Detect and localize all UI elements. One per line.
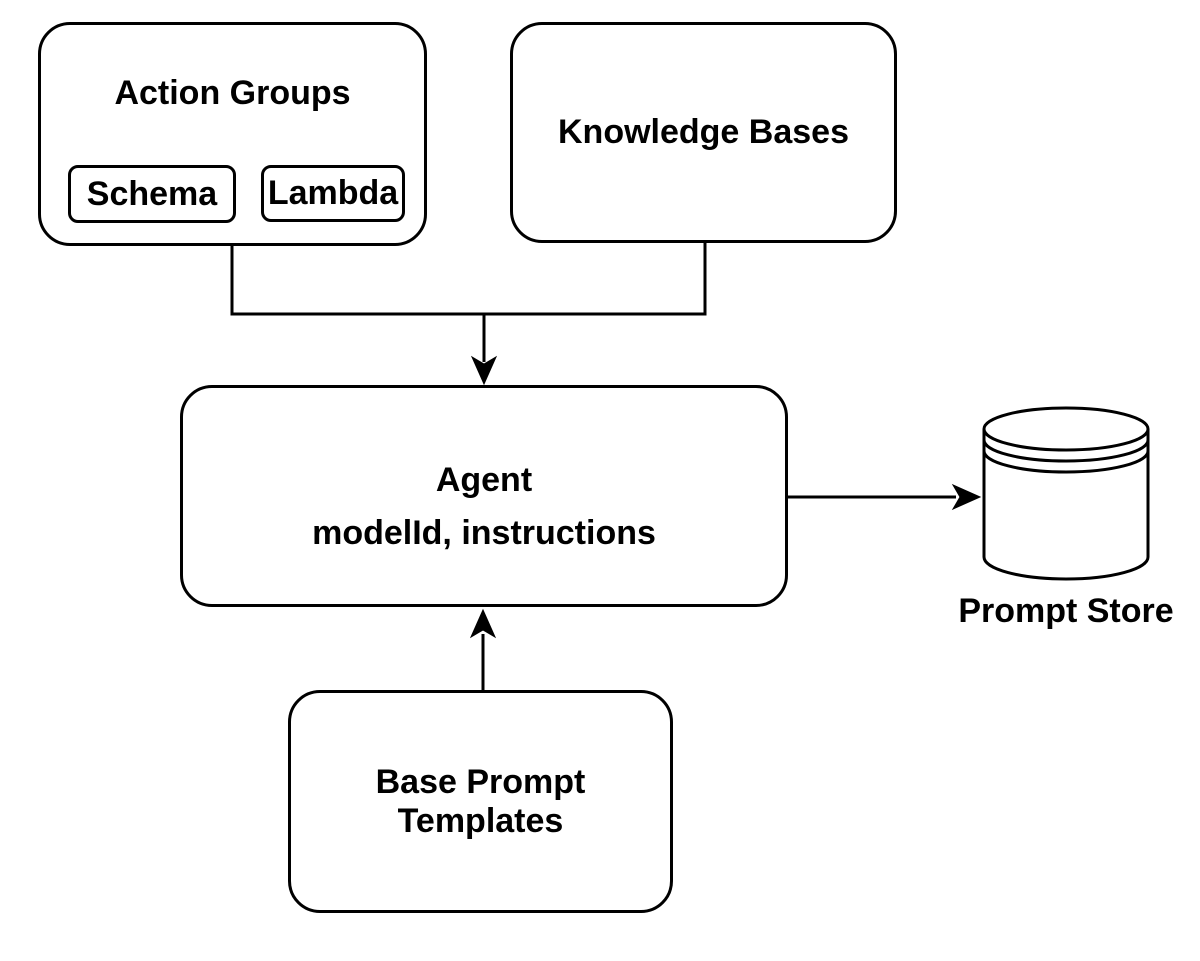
prompt-store-cylinder-icon (982, 406, 1150, 581)
node-schema: Schema (68, 165, 236, 223)
agent-subtitle: modelId, instructions (312, 514, 656, 552)
cylinder-ring-2 (982, 450, 1150, 474)
node-base-prompt-templates: Base Prompt Templates (288, 690, 673, 913)
cylinder-body (982, 429, 1150, 581)
base-prompt-templates-label: Base Prompt Templates (375, 762, 586, 840)
node-agent: Agent modelId, instructions (180, 385, 788, 607)
node-knowledge-bases: Knowledge Bases (510, 22, 897, 243)
prompt-store-label: Prompt Store (958, 592, 1174, 630)
arrowhead-down-icon (470, 355, 498, 386)
schema-label: Schema (86, 174, 218, 213)
knowledge-bases-label: Knowledge Bases (558, 113, 849, 151)
node-lambda: Lambda (261, 165, 405, 222)
edge-action-groups-knowledge-bases-junction (230, 243, 707, 316)
cylinder-top-ellipse (982, 406, 1150, 452)
agent-title: Agent (435, 461, 533, 499)
arrowhead-right-icon (951, 483, 982, 511)
arrowhead-up-icon (469, 608, 497, 639)
lambda-label: Lambda (267, 174, 399, 212)
node-action-groups: Action Groups Schema Lambda (38, 22, 427, 246)
action-groups-label: Action Groups (114, 74, 351, 112)
cylinder-ring-1 (982, 439, 1150, 463)
